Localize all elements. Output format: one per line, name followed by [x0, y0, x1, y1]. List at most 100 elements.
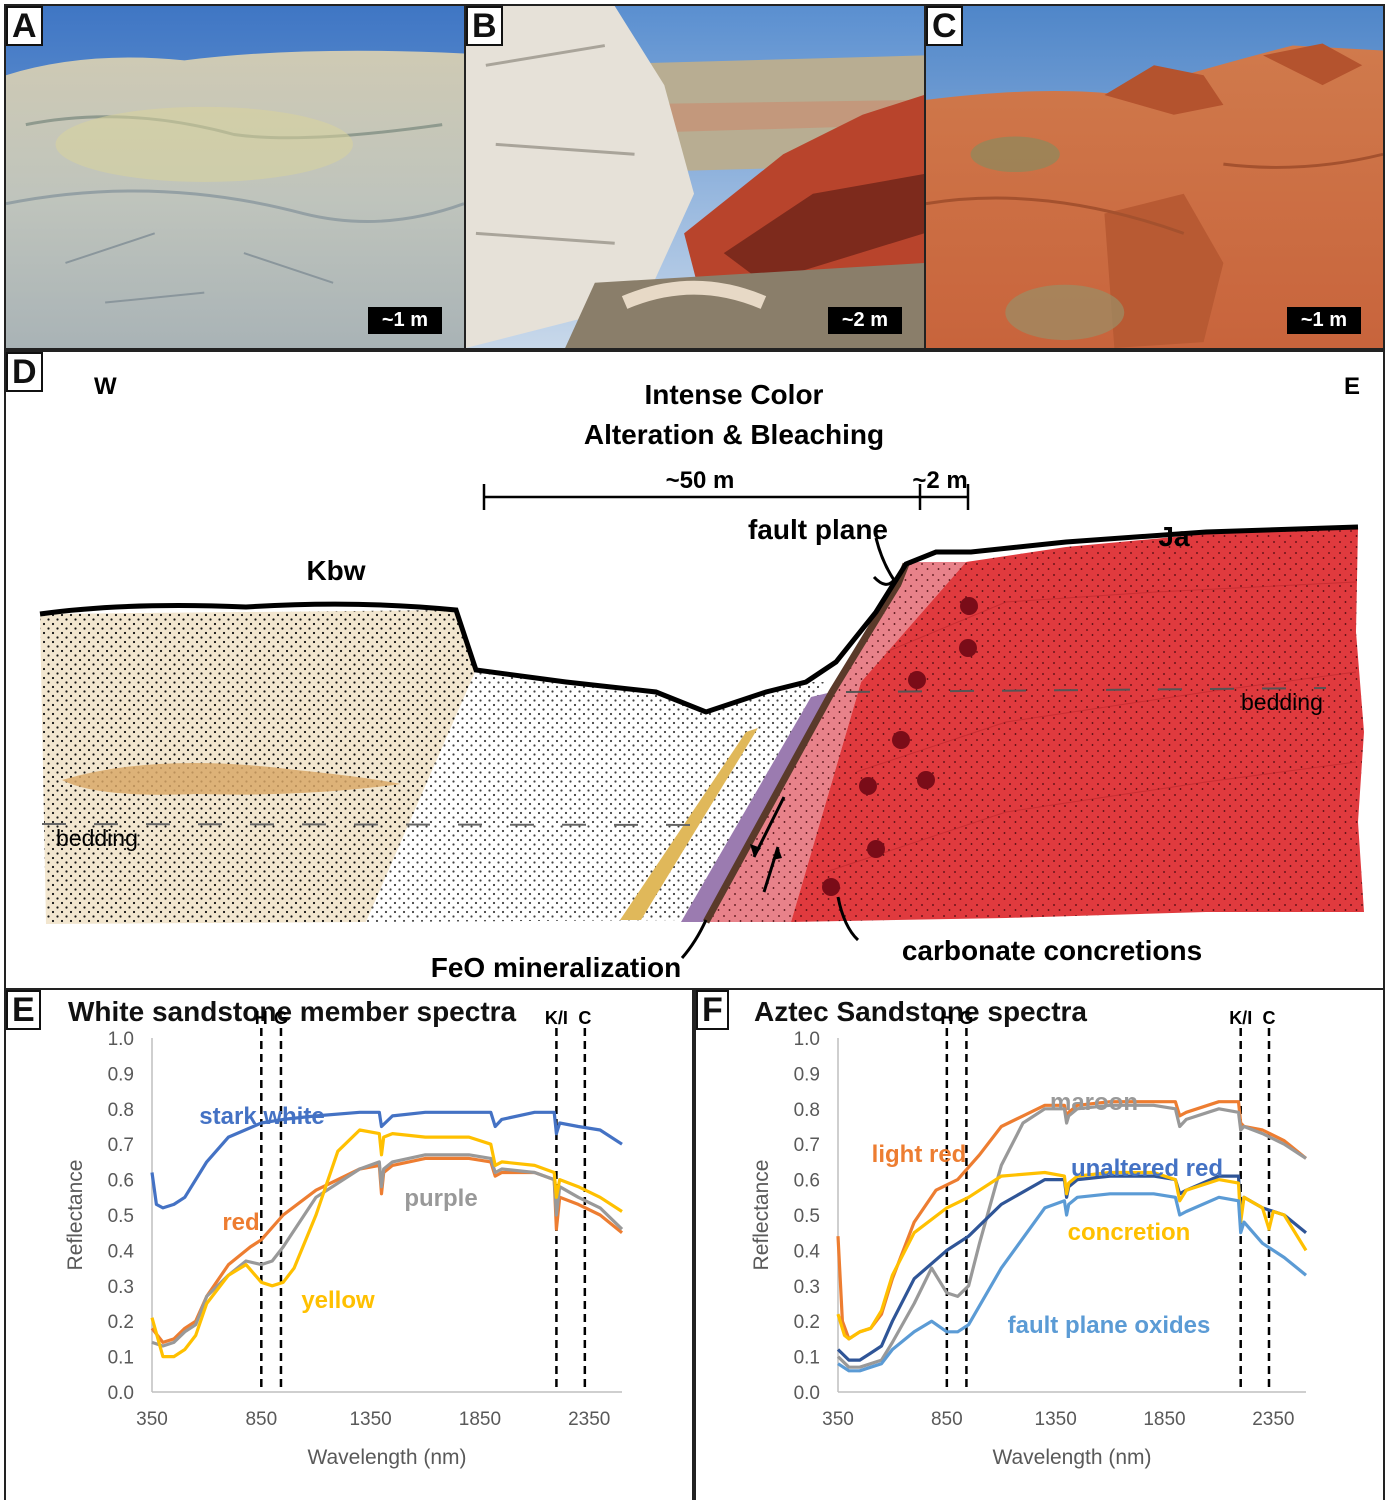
series-line-red	[150, 1156, 624, 1344]
y-tick-label: 0.0	[108, 1383, 134, 1404]
panel-letter-c: C	[926, 6, 963, 46]
ja-label: Ja	[1158, 521, 1190, 552]
series-line-purple	[151, 1153, 624, 1348]
series-label-concretion: concretion	[1068, 1219, 1191, 1246]
y-axis-label: Reflectance	[750, 1160, 773, 1271]
cross-section-panel: D	[4, 350, 1385, 990]
series-line-stark-white	[150, 1110, 623, 1210]
panel-letter-e: E	[6, 990, 41, 1030]
y-tick-label: 0.8	[108, 1100, 134, 1121]
y-tick-label: 0.2	[108, 1312, 134, 1333]
concretion-dots	[822, 597, 978, 896]
panel-letter-b: B	[466, 6, 503, 46]
series-line-fault-plane-oxides	[837, 1192, 1308, 1373]
series-line-maroon	[836, 1103, 1307, 1369]
absorption-marker-label: C	[578, 1008, 591, 1028]
panel-letter-a: A	[6, 6, 43, 46]
fault-plane-label: fault plane	[748, 514, 888, 545]
x-tick-label: 350	[822, 1409, 854, 1430]
east-label: E	[1344, 373, 1360, 400]
x-tick-label: 2350	[1252, 1409, 1294, 1430]
panel-letter-f: F	[696, 990, 729, 1030]
concretions-label: carbonate concretions	[902, 935, 1202, 966]
y-tick-label: 1.0	[794, 1029, 820, 1050]
x-tick-label: 850	[245, 1409, 277, 1430]
absorption-marker-label: H	[940, 1008, 953, 1028]
photo-b-image	[466, 6, 924, 348]
photo-panel-c: C ~1 m	[924, 4, 1385, 350]
absorption-marker-label: H	[255, 1008, 268, 1028]
series-label-stark-white: stark white	[199, 1103, 324, 1130]
y-tick-label: 0.4	[794, 1241, 821, 1262]
x-tick-label: 350	[136, 1409, 168, 1430]
series-label-light-red: light red	[872, 1141, 967, 1168]
photo-a-image	[6, 6, 464, 348]
y-tick-label: 0.5	[794, 1206, 820, 1227]
y-tick-label: 0.9	[794, 1064, 820, 1085]
diagram-title-line2: Alteration & Bleaching	[584, 419, 884, 450]
y-tick-label: 0.5	[108, 1206, 134, 1227]
y-tick-label: 0.7	[794, 1135, 820, 1156]
absorption-marker-label: K/I	[545, 1008, 568, 1028]
x-axis-label: Wavelength (nm)	[992, 1446, 1151, 1469]
feo-label: FeO mineralization	[431, 952, 682, 983]
bedding-line-left	[41, 823, 717, 826]
photo-c-image	[926, 6, 1383, 348]
series-label-yellow: yellow	[301, 1287, 375, 1314]
topographic-surface	[39, 524, 1359, 715]
y-tick-label: 0.7	[108, 1135, 134, 1156]
y-tick-label: 1.0	[108, 1029, 134, 1050]
span-50m-label: ~50 m	[666, 467, 735, 494]
kbw-orange-lens	[62, 762, 401, 795]
concretion-leader	[836, 896, 860, 942]
absorption-marker-label: G	[274, 1008, 288, 1028]
y-tick-label: 0.0	[794, 1383, 820, 1404]
bedding-right-label: bedding	[1241, 689, 1323, 715]
y-tick-label: 0.3	[108, 1277, 134, 1298]
absorption-marker-label: C	[1262, 1008, 1275, 1028]
x-tick-label: 2350	[568, 1409, 610, 1430]
series-label-maroon: maroon	[1050, 1089, 1138, 1116]
west-label: W	[94, 373, 117, 400]
x-tick-label: 1850	[459, 1409, 501, 1430]
chart-f-title: Aztec Sandstone spectra	[754, 996, 1087, 1027]
x-tick-label: 1350	[349, 1409, 391, 1430]
absorption-marker-label: G	[959, 1008, 973, 1028]
purple-band	[681, 692, 832, 922]
photo-panel-a: A ~1 m	[4, 4, 466, 350]
y-tick-label: 0.9	[108, 1064, 134, 1085]
series-label-red: red	[222, 1209, 259, 1236]
y-tick-label: 0.4	[108, 1241, 135, 1262]
scale-bar-a: ~1 m	[367, 307, 442, 334]
kbw-label: Kbw	[306, 555, 365, 586]
x-tick-label: 850	[931, 1409, 963, 1430]
x-tick-label: 1850	[1143, 1409, 1185, 1430]
y-tick-label: 0.8	[794, 1100, 820, 1121]
scale-bars	[482, 484, 970, 510]
y-tick-label: 0.6	[108, 1171, 134, 1192]
y-axis-label: Reflectance	[64, 1160, 87, 1271]
fault-arrow-down	[752, 796, 786, 858]
y-tick-label: 0.6	[794, 1171, 820, 1192]
cross-section-diagram: W E Intense Color Alteration & Bleaching…	[39, 373, 1364, 983]
chart-e-title: White sandstone member spectra	[68, 996, 517, 1027]
y-tick-label: 0.3	[794, 1277, 820, 1298]
bedding-left-label: bedding	[56, 825, 138, 851]
x-tick-label: 1350	[1035, 1409, 1077, 1430]
absorption-marker-label: K/I	[1229, 1008, 1252, 1028]
fault-plane-leader	[872, 575, 896, 586]
feo-leader	[680, 919, 708, 959]
series-line-concretion	[836, 1170, 1308, 1341]
photo-panel-b: B ~2 m	[464, 4, 926, 350]
series-line-yellow	[150, 1128, 623, 1359]
x-axis-label: Wavelength (nm)	[307, 1446, 466, 1469]
series-label-purple: purple	[404, 1185, 477, 1212]
y-tick-label: 0.2	[794, 1312, 820, 1333]
series-label-unaltered-red: unaltered red	[1071, 1155, 1223, 1182]
series-label-fault-plane-oxides: fault plane oxides	[1008, 1312, 1211, 1339]
panel-letter-d: D	[6, 352, 43, 392]
